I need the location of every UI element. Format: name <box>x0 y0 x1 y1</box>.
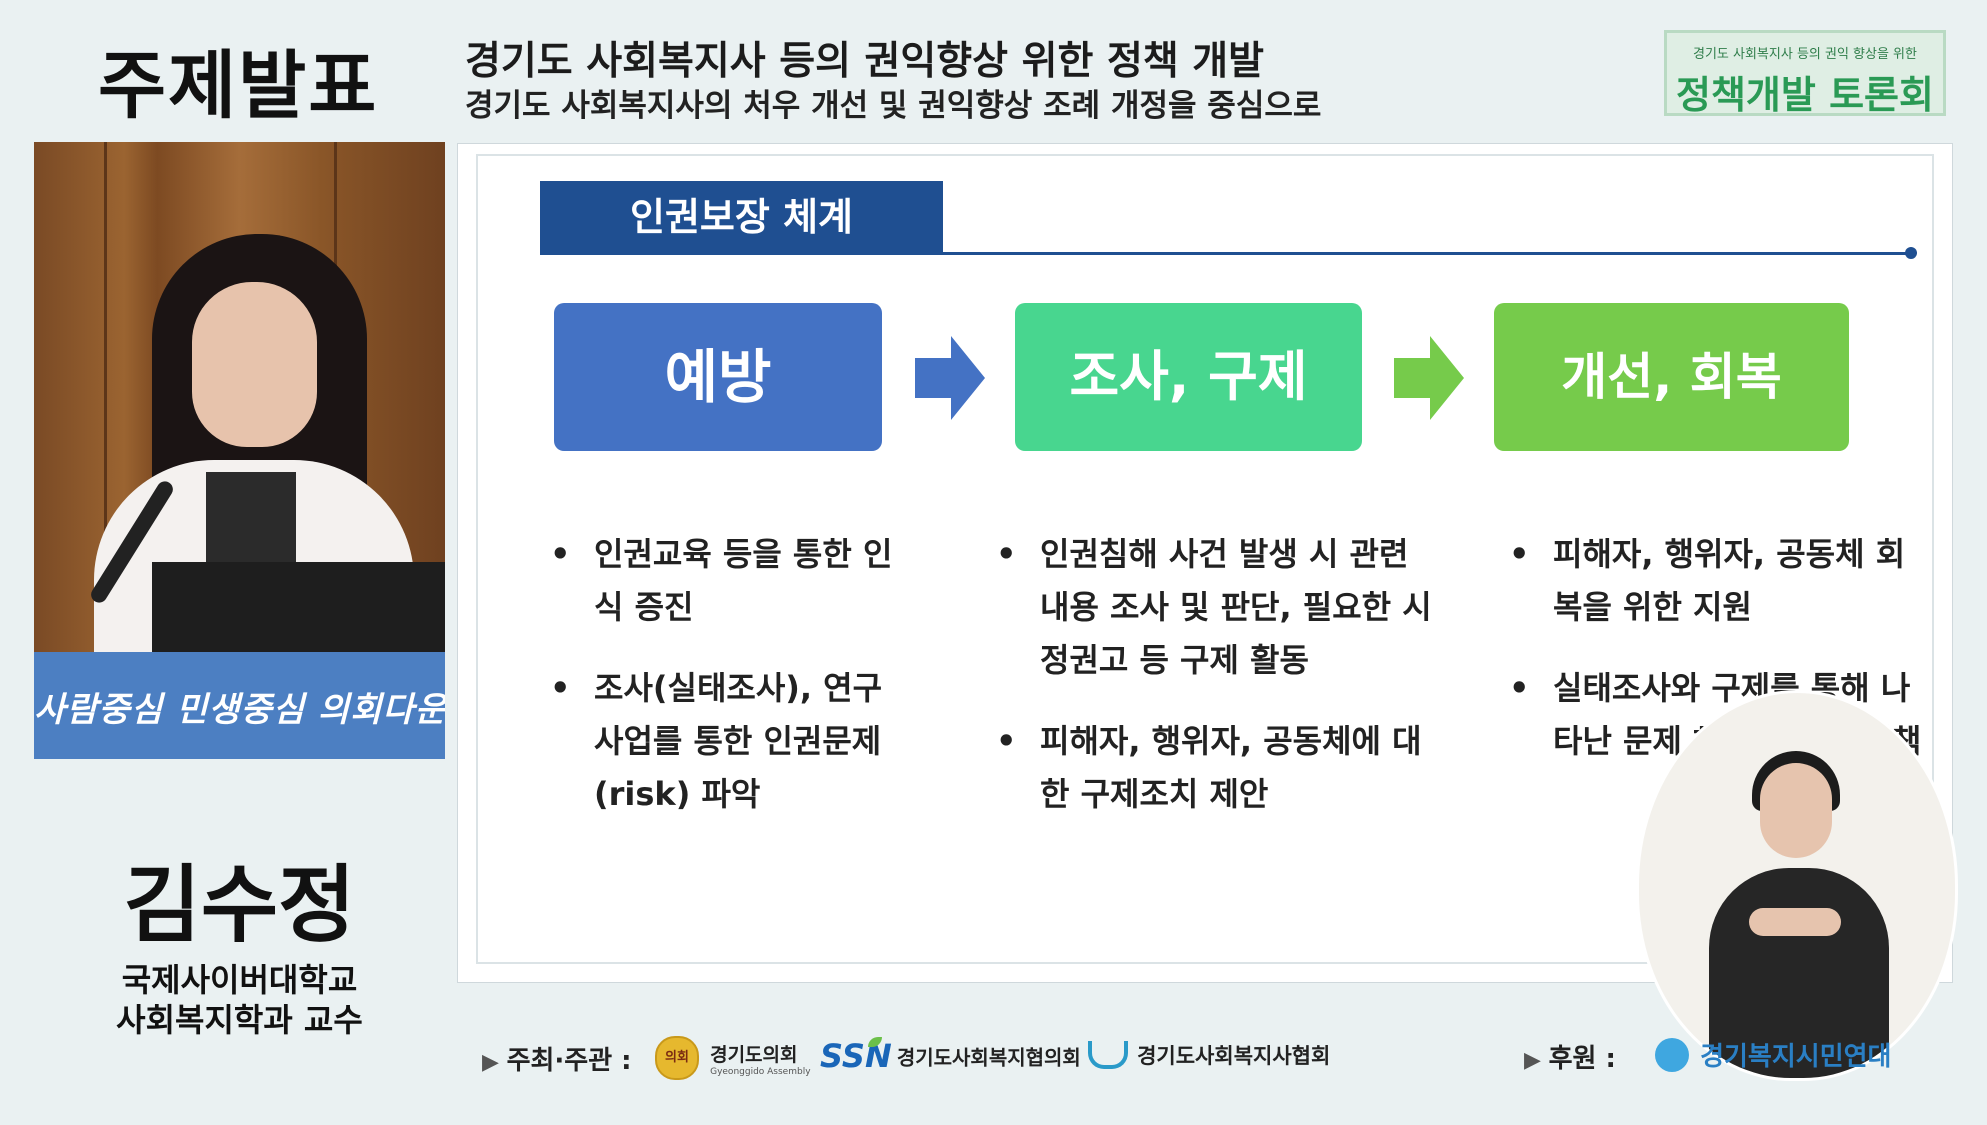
bullet-item: 조사(실태조사), 연구사업를 통한 인권문제(risk) 파악 <box>550 662 910 821</box>
heading-rule-dot <box>1905 247 1917 259</box>
stage-improvement-recovery: 개선, 회복 <box>1494 303 1849 451</box>
interpreter-hands <box>1749 908 1841 936</box>
supporter-logo-icon <box>1655 1037 1689 1072</box>
supporter-name: 경기복지시민연대 <box>1700 1042 1892 1072</box>
bullet-item: 인권교육 등을 통한 인식 증진 <box>550 528 910 634</box>
sponsor-name: 경기도사회복지협의회 <box>896 1045 1081 1070</box>
sub-title: 경기도 사회복지사의 처우 개선 및 권익향상 조례 개정을 중심으로 <box>465 88 1322 124</box>
bullet-item: 피해자, 행위자, 공동체에 대한 구제조치 제안 <box>996 715 1446 821</box>
host-label: 주최·주관 : <box>482 1040 632 1077</box>
podium <box>34 652 445 759</box>
event-badge-subtitle: 경기도 사회복지사 등의 권익 향상을 위한 <box>1693 47 1917 62</box>
speaker-name: 김수정 <box>123 856 356 954</box>
sign-language-interpreter-video <box>1636 690 1958 1081</box>
section-title: 주제발표 <box>98 43 379 129</box>
assembly-seal-icon: 의회 <box>655 1036 699 1080</box>
interpreter-face <box>1760 763 1832 858</box>
bullet-item: 피해자, 행위자, 공동체 회복을 위한 지원 <box>1509 528 1929 634</box>
stage-prevention: 예방 <box>554 303 882 451</box>
right-arrow-icon <box>1394 336 1464 420</box>
support-label: 후원 : <box>1524 1038 1616 1075</box>
heading-rule <box>540 252 1913 255</box>
association-logo-icon <box>1088 1041 1128 1069</box>
ssn-logo: SSN <box>820 1037 892 1075</box>
sponsor-name: 경기도사회복지사협회 <box>1137 1044 1331 1068</box>
investigation-details: 인권침해 사건 발생 시 관련 내용 조사 및 판단, 필요한 시정권고 등 구… <box>996 528 1446 849</box>
stage-investigation-relief: 조사, 구제 <box>1015 303 1362 451</box>
right-arrow-icon <box>915 336 985 420</box>
speaker-title: 사회복지학과 교수 <box>116 1001 363 1039</box>
sponsor-name: 경기도의회 <box>710 1043 798 1066</box>
sponsor-ssn: SSN 경기도사회복지협의회 <box>820 1037 1081 1075</box>
speaker-face <box>192 282 317 447</box>
slide-heading-bar <box>540 181 943 253</box>
wall-panel-line <box>104 142 107 759</box>
main-title: 경기도 사회복지사 등의 권익향상 위한 정책 개발 <box>465 39 1265 84</box>
speaker-affiliation: 국제사이버대학교 <box>121 961 358 999</box>
event-badge: 경기도 사회복지사 등의 권익 향상을 위한 정책개발 토론회 <box>1664 30 1946 117</box>
bullet-item: 인권침해 사건 발생 시 관련 내용 조사 및 판단, 필요한 시정권고 등 구… <box>996 528 1446 687</box>
leaf-icon <box>867 1037 882 1047</box>
sponsor-gyeonggi-assembly: 의회 경기도의회 Gyeonggido Assembly <box>655 1036 811 1080</box>
slide-heading: 인권보장 체계 <box>630 195 853 239</box>
sponsor-social-workers-association: 경기도사회복지사협회 <box>1088 1040 1330 1070</box>
supporter-logo: 경기복지시민연대 <box>1655 1036 1891 1073</box>
podium-slogan: 사람중심 민생중심 의회다운 <box>34 690 445 730</box>
interpreter-body <box>1709 868 1889 1078</box>
speaker-video: 사람중심 민생중심 의회다운 <box>34 142 445 759</box>
sponsor-name-en: Gyeonggido Assembly <box>710 1066 811 1077</box>
event-badge-title: 정책개발 토론회 <box>1676 73 1934 117</box>
prevention-details: 인권교육 등을 통한 인식 증진 조사(실태조사), 연구사업를 통한 인권문제… <box>550 528 910 849</box>
